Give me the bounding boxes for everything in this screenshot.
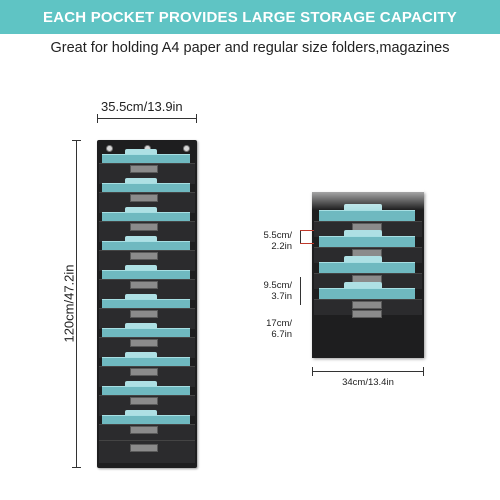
folder xyxy=(102,183,190,193)
folder xyxy=(319,288,415,300)
folder-tab xyxy=(125,352,157,358)
header-banner: EACH POCKET PROVIDES LARGE STORAGE CAPAC… xyxy=(0,0,500,34)
folder xyxy=(102,415,190,425)
folder-tab xyxy=(125,236,157,242)
banner-title: EACH POCKET PROVIDES LARGE STORAGE CAPAC… xyxy=(43,8,457,26)
folder-tab xyxy=(344,230,382,236)
pocket-height-bracket xyxy=(300,230,301,244)
pocket-label-holder xyxy=(130,252,158,260)
pocket-label-holder xyxy=(130,339,158,347)
folder-tab xyxy=(125,381,157,387)
folder-tab xyxy=(125,294,157,300)
folder xyxy=(319,210,415,222)
main-width-tick-left xyxy=(97,114,98,123)
detail-width-label: 34cm/13.4in xyxy=(342,377,394,388)
folder-tab xyxy=(344,256,382,262)
pocket-label-holder xyxy=(130,194,158,202)
pocket-label-holder xyxy=(130,397,158,405)
pocket xyxy=(99,424,195,445)
detail-pocket-organizer xyxy=(312,192,424,358)
main-height-label: 120cm/47.2in xyxy=(61,264,77,343)
pocket-label-holder xyxy=(130,426,158,434)
pocket xyxy=(99,366,195,387)
folder-tab xyxy=(125,265,157,271)
main-width-label: 35.5cm/13.9in xyxy=(101,99,183,114)
pocket xyxy=(99,221,195,242)
pocket-label-holder xyxy=(130,444,158,452)
folder xyxy=(102,154,190,164)
folder xyxy=(102,386,190,396)
grommet-icon xyxy=(183,145,190,152)
subtitle: Great for holding A4 paper and regular s… xyxy=(50,40,450,56)
folder xyxy=(102,212,190,222)
main-height-line xyxy=(76,140,77,468)
pocket-label-holder xyxy=(130,223,158,231)
pocket-height-label: 5.5cm/ 2.2in xyxy=(263,230,292,252)
pocket-height-tick-bottom xyxy=(300,243,314,244)
folder xyxy=(319,262,415,274)
detail-width-tick-left xyxy=(312,367,313,376)
main-height-tick-top xyxy=(72,140,81,141)
folder xyxy=(102,357,190,367)
pocket-label-holder xyxy=(130,368,158,376)
folder xyxy=(102,299,190,309)
pocket xyxy=(99,337,195,358)
pocket-label-holder xyxy=(130,281,158,289)
detail-width-line xyxy=(312,371,424,372)
detail-width-tick-right xyxy=(423,367,424,376)
main-pocket-organizer xyxy=(97,140,197,468)
bottom-pocket-label: 17cm/ 6.7in xyxy=(266,318,292,340)
main-width-line xyxy=(97,118,197,119)
main-height-tick-bottom xyxy=(72,467,81,468)
folder-tab xyxy=(125,323,157,329)
folder xyxy=(319,236,415,248)
folder xyxy=(102,328,190,338)
folder-tab xyxy=(125,149,157,155)
detail-top-fade xyxy=(312,180,424,210)
folder-tab xyxy=(344,282,382,288)
pocket xyxy=(99,192,195,213)
pocket xyxy=(99,308,195,329)
pocket xyxy=(99,395,195,416)
pocket-spacing-label: 9.5cm/ 3.7in xyxy=(263,280,292,302)
pocket-label-holder xyxy=(130,165,158,173)
folder-tab xyxy=(125,207,157,213)
pocket xyxy=(99,163,195,184)
pocket xyxy=(99,279,195,300)
pocket-height-tick-top xyxy=(300,230,314,231)
folder-tab xyxy=(125,410,157,416)
main-width-tick-right xyxy=(196,114,197,123)
pocket-label-holder xyxy=(352,310,382,318)
pocket-label-holder xyxy=(352,301,382,309)
folder-tab xyxy=(125,178,157,184)
pocket xyxy=(99,250,195,271)
folder xyxy=(102,270,190,280)
grommet-icon xyxy=(106,145,113,152)
folder xyxy=(102,241,190,251)
pocket-spacing-bracket xyxy=(300,277,301,305)
pocket-label-holder xyxy=(130,310,158,318)
